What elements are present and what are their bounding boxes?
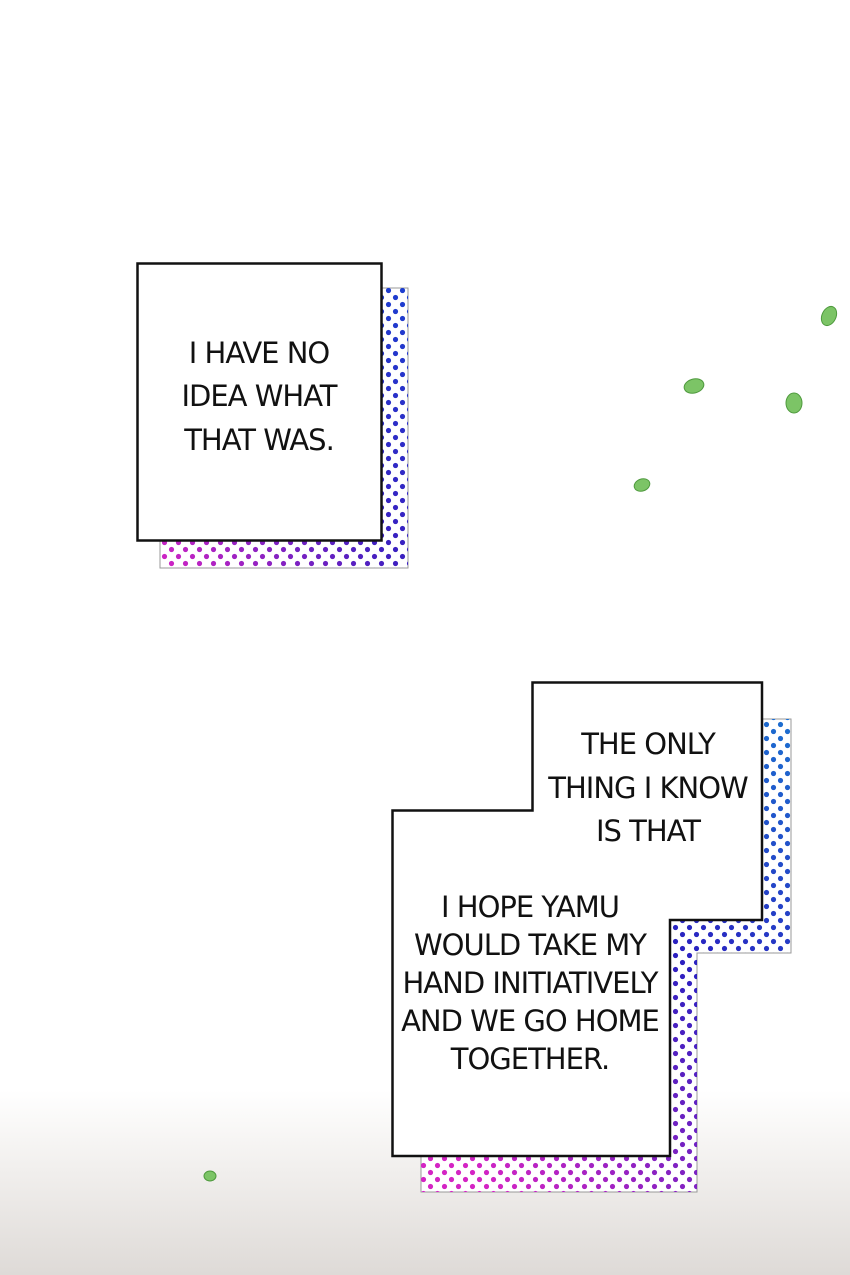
- caption-frame: [136, 262, 383, 542]
- leaf-icon: [633, 478, 651, 492]
- leaf-icon: [785, 392, 803, 414]
- leaf-icon: [820, 305, 838, 327]
- caption-line: THAT WAS.: [183, 423, 334, 457]
- caption-box-1: I HAVE NO IDEA WHAT THAT WAS.: [136, 262, 409, 569]
- caption-line: WOULD TAKE MY: [414, 928, 647, 962]
- falling-leaves: [203, 305, 838, 1182]
- leaf-icon: [683, 378, 705, 394]
- caption-line: THING I KNOW: [547, 771, 748, 805]
- caption-line: IS THAT: [596, 814, 701, 848]
- caption-line: IDEA WHAT: [181, 379, 337, 413]
- caption-line: I HOPE YAMU: [441, 890, 619, 924]
- caption-line: THE ONLY: [580, 727, 716, 761]
- caption-frame: [391, 681, 764, 1158]
- caption-line: I HAVE NO: [189, 336, 330, 370]
- caption-line: AND WE GO HOME: [401, 1004, 659, 1038]
- caption-box-2: THE ONLY THING I KNOW IS THAT I HOPE YAM…: [391, 681, 792, 1193]
- caption-line: HAND INITIATIVELY: [403, 966, 659, 1000]
- leaf-icon: [203, 1170, 217, 1182]
- caption-line: TOGETHER.: [450, 1042, 610, 1076]
